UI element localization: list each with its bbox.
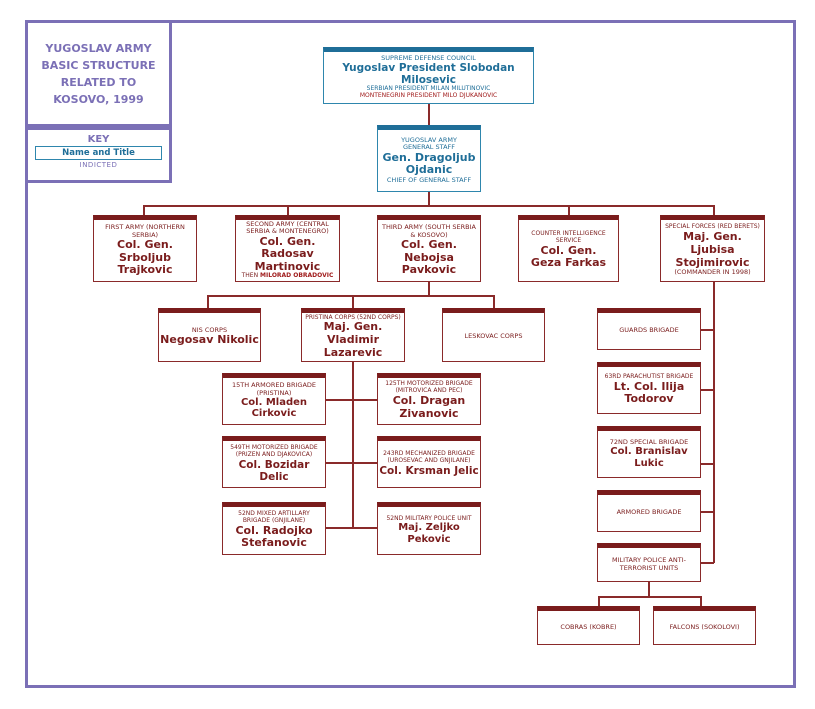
person-name: Col. Bozidar Delic: [238, 458, 310, 483]
person-name: Col. Gen. Geza Farkas: [530, 243, 607, 270]
brigade-box: 549TH MOTORIZED BRIGADE (PRIZEN AND DJAK…: [222, 436, 326, 488]
sub-line-indicted: MONTENEGRIN PRESIDENT MILO DJUKANOVIC: [359, 92, 498, 100]
person-name: Negosav Nikolic: [160, 333, 259, 347]
key-name-title: Name and Title: [35, 146, 162, 160]
unit-label: THIRD ARMY (SOUTH SERBIA & KOSOVO): [381, 223, 476, 239]
person-name: Col. Gen. Nebojsa Pavkovic: [401, 238, 457, 277]
unit-label: 125TH MOTORIZED BRIGADE (MITROVICA AND P…: [385, 380, 473, 395]
unit-label: LESKOVAC CORPS: [464, 332, 523, 341]
leskovac-corps-box: LESKOVAC CORPS: [442, 308, 545, 362]
cobras-box: COBRAS (KOBRE): [537, 606, 640, 645]
unit-label: SPECIAL FORCES (RED BERETS): [665, 223, 760, 231]
unit-label: PRISTINA CORPS (52ND CORPS): [305, 313, 401, 321]
brigade-box: 243RD MECHANIZED BRIGADE (UROSEVAC AND G…: [377, 436, 481, 488]
pristina-corps-box: PRISTINA CORPS (52ND CORPS) Maj. Gen. Vl…: [301, 308, 405, 362]
title-line: RELATED TO: [60, 75, 137, 89]
person-name: Col. Gen. Radosav Martinovic: [254, 234, 321, 273]
falcons-box: FALCONS (SOKOLOVI): [653, 606, 756, 645]
supreme-defense-council-box: SUPREME DEFENSE COUNCIL Yugoslav Preside…: [323, 47, 534, 104]
unit-label: GENERAL STAFF: [402, 143, 456, 152]
unit-label: FIRST ARMY (NORTHERN SERBIA): [105, 223, 185, 239]
unit-label: ARMORED BRIGADE: [616, 508, 682, 517]
title-line: YUGOSLAV ARMY: [45, 41, 152, 55]
special-brigade-box: 72ND SPECIAL BRIGADE Col. Branislav Luki…: [597, 426, 701, 478]
unit-label: 72ND SPECIAL BRIGADE: [609, 437, 689, 446]
unit-label: NIS CORPS: [191, 325, 228, 334]
unit-label: 52ND MIXED ARTILLARY BRIGADE (GNJILANE): [238, 509, 310, 524]
unit-label: MILITARY POLICE ANTI-TERRORIST UNITS: [612, 556, 686, 572]
unit-label: COUNTER INTELLIGENCE SERVICE: [531, 229, 606, 244]
person-name: Col. Krsman Jelic: [379, 464, 479, 477]
unit-label: SECOND ARMY (CENTRAL SERBIA & MONTENEGRO…: [246, 219, 329, 236]
unit-label: 63RD PARACHUTIST BRIGADE: [604, 372, 694, 380]
unit-label: YUGOSLAV ARMY: [401, 135, 457, 144]
key-box: KEY Name and Title INDICTED: [25, 127, 172, 183]
brigade-box: 15TH ARMORED BRIGADE (PRISTINA) Col. Mla…: [222, 373, 326, 425]
unit-label: GUARDS BRIGADE: [619, 326, 679, 335]
counter-intelligence-box: COUNTER INTELLIGENCE SERVICE Col. Gen. G…: [518, 215, 619, 282]
parachutist-brigade-box: 63RD PARACHUTIST BRIGADE Lt. Col. Ilija …: [597, 362, 701, 414]
unit-label: COBRAS (KOBRE): [560, 622, 617, 631]
unit-label: 549TH MOTORIZED BRIGADE (PRIZEN AND DJAK…: [230, 444, 318, 458]
unit-label: SUPREME DEFENSE COUNCIL: [381, 53, 476, 62]
nis-corps-box: NIS CORPS Negosav Nikolic: [158, 308, 261, 362]
armored-brigade-box: ARMORED BRIGADE: [597, 490, 701, 532]
person-name: Col. Gen. Srboljub Trajkovic: [117, 238, 173, 277]
person-name: Yugoslav President Slobodan Milosevic: [342, 62, 515, 87]
person-name: Gen. Dragoljub: [382, 150, 476, 164]
person-name: Maj. Zeljko Pekovic: [398, 522, 460, 545]
then-label: THEN: [241, 272, 259, 280]
special-forces-box: SPECIAL FORCES (RED BERETS) Maj. Gen. Lj…: [660, 215, 765, 282]
guards-brigade-box: GUARDS BRIGADE: [597, 308, 701, 350]
person-name: Maj. Gen. Vladimir Lazarevic: [323, 320, 383, 359]
brigade-box: 125TH MOTORIZED BRIGADE (MITROVICA AND P…: [377, 373, 481, 425]
title-line: KOSOVO, 1999: [53, 92, 144, 106]
military-police-box: MILITARY POLICE ANTI-TERRORIST UNITS: [597, 543, 701, 582]
second-army-box: SECOND ARMY (CENTRAL SERBIA & MONTENEGRO…: [235, 215, 340, 282]
unit-label: 15TH ARMORED BRIGADE (PRISTINA): [231, 381, 317, 397]
brigade-box: 52ND MILITARY POLICE UNIT Maj. Zeljko Pe…: [377, 502, 481, 555]
person-name: Col. Dragan Zivanovic: [392, 394, 466, 420]
person-name: Lt. Col. Ilija Todorov: [613, 379, 685, 406]
person-name: Ojdanic: [405, 163, 453, 177]
unit-label: 52ND MILITARY POLICE UNIT: [386, 514, 472, 522]
chart-frame: [25, 20, 796, 688]
general-staff-box: YUGOSLAV ARMY GENERAL STAFF Gen. Dragolj…: [377, 125, 481, 192]
sub-line: SERBIAN PRESIDENT MILAN MILUTINOVIC: [366, 85, 491, 93]
title-label: CHIEF OF GENERAL STAFF: [386, 175, 472, 184]
title-line: BASIC STRUCTURE: [41, 58, 156, 72]
person-name: Col. Branislav Lukic: [610, 446, 688, 469]
third-army-box: THIRD ARMY (SOUTH SERBIA & KOSOVO) Col. …: [377, 215, 481, 282]
first-army-box: FIRST ARMY (NORTHERN SERBIA) Col. Gen. S…: [93, 215, 197, 282]
unit-label: FALCONS (SOKOLOVI): [669, 622, 740, 631]
title-box: YUGOSLAV ARMY BASIC STRUCTURE RELATED TO…: [25, 20, 172, 127]
person-name: Col. Radojko Stefanovic: [235, 523, 313, 550]
unit-label: 243RD MECHANIZED BRIGADE (UROSEVAC AND G…: [383, 450, 475, 464]
person-name: Maj. Gen. Ljubisa Stojimirovic: [675, 230, 750, 269]
key-heading: KEY: [87, 134, 110, 145]
note-label: (COMMANDER IN 1998): [674, 268, 751, 277]
indicted-name: MILORAD OBRADOVIC: [260, 272, 334, 280]
key-indicted: INDICTED: [79, 161, 118, 169]
brigade-box: 52ND MIXED ARTILLARY BRIGADE (GNJILANE) …: [222, 502, 326, 555]
person-name: Col. Mladen Cirkovic: [240, 396, 308, 420]
